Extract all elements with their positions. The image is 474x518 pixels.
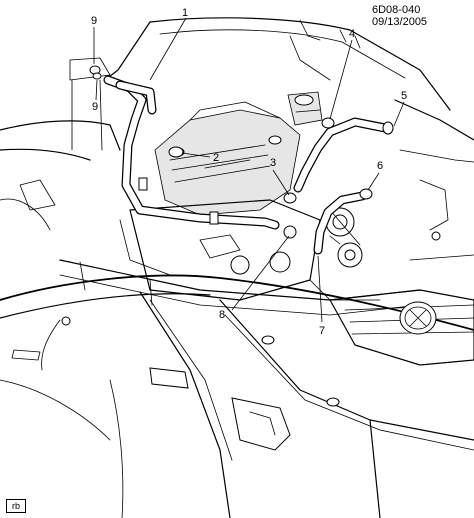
callout-9-lower: 9 bbox=[92, 101, 98, 113]
fitting-4 bbox=[321, 117, 335, 129]
connector-8 bbox=[283, 225, 297, 239]
drawing-reference: 6D08-040 09/13/2005 bbox=[372, 4, 474, 28]
callout-2: 2 bbox=[213, 152, 219, 164]
fitting-2 bbox=[168, 146, 184, 158]
clamp-6 bbox=[359, 188, 373, 200]
engine-lower bbox=[119, 199, 381, 301]
callout-3: 3 bbox=[270, 157, 276, 169]
callout-8: 8 bbox=[219, 309, 225, 321]
callout-7: 7 bbox=[319, 325, 325, 337]
badge-emblem bbox=[399, 301, 437, 335]
grille bbox=[329, 289, 474, 366]
callout-9-upper: 9 bbox=[91, 15, 97, 27]
side-marker-lamp bbox=[149, 367, 189, 389]
clamp-9-lower bbox=[92, 72, 102, 80]
clamp-3 bbox=[283, 192, 297, 204]
hose-1 bbox=[103, 75, 280, 230]
left-fender bbox=[0, 57, 121, 231]
hood bbox=[104, 17, 451, 111]
drawing-date: 09/13/2005 bbox=[372, 16, 428, 28]
drawing-number: 6D08-040 bbox=[372, 4, 421, 16]
callout-1: 1 bbox=[182, 7, 188, 19]
engine-cover bbox=[154, 101, 301, 216]
callout-5: 5 bbox=[401, 90, 407, 102]
coolant-reservoir bbox=[287, 91, 323, 126]
fog-lamp bbox=[231, 397, 291, 451]
fender-marker bbox=[11, 316, 71, 361]
tow-hook-cover bbox=[261, 335, 340, 407]
callout-6: 6 bbox=[377, 160, 383, 172]
hose-7 bbox=[313, 191, 367, 255]
leader-lines bbox=[93, 17, 405, 323]
right-fender bbox=[394, 99, 474, 261]
corner-tag: rb bbox=[6, 499, 26, 513]
hose-5 bbox=[293, 117, 394, 193]
callout-4: 4 bbox=[349, 28, 355, 40]
